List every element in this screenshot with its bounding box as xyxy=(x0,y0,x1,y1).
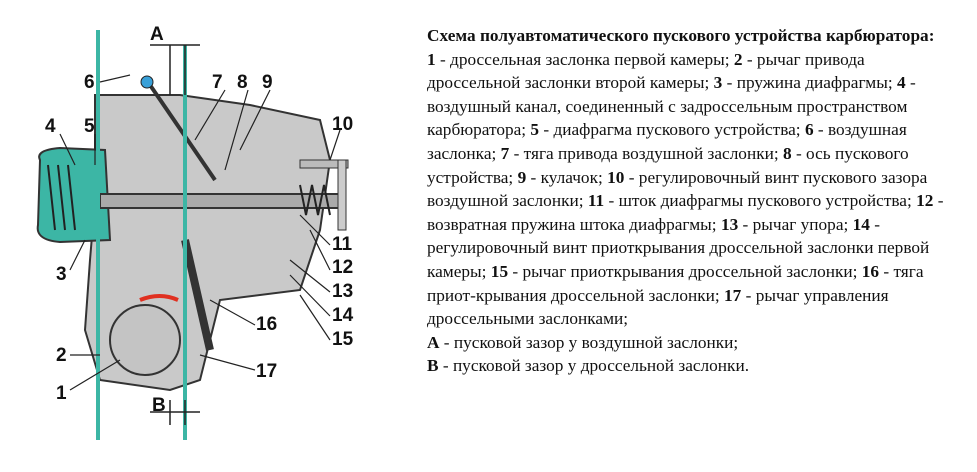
legend-item: 1 - дроссельная заслонка первой камеры; xyxy=(427,49,730,69)
label-B: B xyxy=(152,395,166,416)
legend-item-number: 4 xyxy=(896,73,906,93)
legend-items: 1 - дроссельная заслонка первой камеры; … xyxy=(427,48,947,331)
diaphragm-spring xyxy=(47,164,76,231)
legend-item-text: дроссельная заслонка первой камеры; xyxy=(450,49,730,69)
legend-item: 14 - регулировочный винт приоткрывания д… xyxy=(427,214,930,281)
legend-item-number: 12 xyxy=(916,191,934,211)
legend-item-text: возвратная пружина штока диафрагмы; xyxy=(427,214,717,234)
legend-item-number: 3 xyxy=(713,73,723,93)
label-12: 12 xyxy=(332,257,353,278)
label-3: 3 xyxy=(56,264,67,285)
legend-item-text: регулировочный винт пускового зазора воз… xyxy=(427,167,928,211)
legend-item: 12 - возвратная пружина штока диафрагмы; xyxy=(427,191,944,234)
legend-item-number: A xyxy=(427,332,440,352)
legend-item-text: рычаг упора; xyxy=(752,214,849,234)
legend-item-number: 8 xyxy=(782,143,792,163)
legend-item-text: пусковой зазор у воздушной заслонки; xyxy=(453,332,739,352)
label-1: 1 xyxy=(56,383,67,404)
legend-item: 2 - рычаг привода дроссельной заслонки в… xyxy=(427,49,865,93)
legend-item: 5 - диафрагма пускового устройства; xyxy=(530,120,801,140)
legend-item-number: 7 xyxy=(500,143,510,163)
legend-item-number: 5 xyxy=(530,120,540,140)
label-7: 7 xyxy=(212,72,223,93)
legend-item-number: B xyxy=(427,356,439,376)
legend-item-text: кулачок; xyxy=(540,167,603,187)
legend-item-text: ось пускового устройства; xyxy=(427,143,909,187)
label-5: 5 xyxy=(84,116,95,137)
legend-item-text: тяга привода воздушной заслонки; xyxy=(523,143,779,163)
legend-item: 9 - кулачок; xyxy=(517,167,603,187)
leader-lines xyxy=(59,74,341,391)
label-17: 17 xyxy=(256,361,277,382)
rotation-arrow xyxy=(139,294,179,302)
legend-item-number: 6 xyxy=(804,120,814,140)
legend-item-number: 9 xyxy=(517,167,527,187)
legend-item-number: 16 xyxy=(861,261,880,281)
legend-gaps: A - пусковой зазор у воздушной заслонки;… xyxy=(427,331,947,378)
adjusting-screw xyxy=(299,159,349,169)
legend-item: 10 - регулировочный винт пускового зазор… xyxy=(427,167,928,211)
air-damper-rod xyxy=(148,83,217,182)
stop-plate xyxy=(337,159,347,231)
label-14: 14 xyxy=(332,305,354,326)
legend-item-text: воздушный канал, соединенный с задроссел… xyxy=(427,96,908,140)
legend-item: 3 - пружина диафрагмы; xyxy=(713,73,893,93)
legend-item: 17 - рычаг управления дроссельными засло… xyxy=(427,285,889,329)
air-damper-axis xyxy=(140,75,154,89)
label-11: 11 xyxy=(332,234,353,255)
legend-item-number: 2 xyxy=(733,49,743,69)
label-9: 9 xyxy=(262,72,273,93)
legend-item-text: рычаг управления дроссельными заслонками… xyxy=(427,285,889,329)
label-A: A xyxy=(150,24,164,45)
legend-item: 6 - воздушная заслонка; xyxy=(427,120,907,163)
carburetor-starter-diagram: 6 A 7 8 9 10 4 5 3 11 12 13 14 15 16 17 … xyxy=(36,24,354,440)
legend-item: 13 - рычаг упора; xyxy=(720,214,849,234)
diaphragm-housing xyxy=(36,146,112,244)
legend-item-number: 10 xyxy=(607,167,625,187)
control-lever xyxy=(109,304,181,376)
legend-item: 8 - ось пускового устройства; xyxy=(427,143,909,187)
legend-item-text: диафрагма пускового устройства; xyxy=(553,120,801,140)
legend-item: 11 - шток диафрагмы пускового устройства… xyxy=(587,191,912,211)
label-13: 13 xyxy=(332,281,353,302)
legend-title: Схема полуавтоматического пускового устр… xyxy=(427,26,935,45)
legend-item-number: 14 xyxy=(852,214,870,234)
legend: Схема полуавтоматического пускового устр… xyxy=(427,24,947,378)
label-16: 16 xyxy=(256,314,277,335)
legend-item-number: 11 xyxy=(587,191,605,211)
legend-item-text: рычаг привода дроссельной заслонки второ… xyxy=(427,49,865,93)
label-4: 4 xyxy=(45,116,56,137)
teal-vertical-lines xyxy=(96,30,187,440)
legend-item-text: пусковой зазор у дроссельной заслонки. xyxy=(452,356,750,376)
legend-item: A - пусковой зазор у воздушной заслонки; xyxy=(427,332,739,352)
legend-item: 16 - тяга приот-крывания дроссельной зас… xyxy=(427,261,924,305)
return-spring xyxy=(299,184,331,216)
label-15: 15 xyxy=(332,329,354,350)
legend-item: 7 - тяга привода воздушной заслонки; xyxy=(500,143,779,163)
label-6: 6 xyxy=(84,72,95,93)
legend-item-text: рычаг приоткрывания дроссельной заслонки… xyxy=(522,261,858,281)
label-8: 8 xyxy=(237,72,248,93)
throttle-rod xyxy=(181,239,214,351)
label-2: 2 xyxy=(56,345,67,366)
legend-item-number: 13 xyxy=(720,214,739,234)
legend-item-number: 17 xyxy=(724,285,742,305)
legend-item-text: тяга приот-крывания дроссельной заслонки… xyxy=(427,261,924,305)
legend-item-text: пружина диафрагмы; xyxy=(736,73,893,93)
label-10: 10 xyxy=(332,114,353,135)
legend-item: B - пусковой зазор у дроссельной заслонк… xyxy=(427,356,750,376)
legend-item-text: регулировочный винт приоткрывания дроссе… xyxy=(427,238,930,281)
legend-item: 15 - рычаг приоткрывания дроссельной зас… xyxy=(490,261,858,281)
legend-item-number: 15 xyxy=(490,261,509,281)
legend-item-number: 1 xyxy=(427,49,436,69)
legend-item-text: воздушная заслонка; xyxy=(427,120,907,163)
legend-item: 4 - воздушный канал, соединенный с задро… xyxy=(427,73,916,140)
gap-markers xyxy=(150,44,200,425)
legend-item-text: шток диафрагмы пускового устройства; xyxy=(618,191,912,211)
